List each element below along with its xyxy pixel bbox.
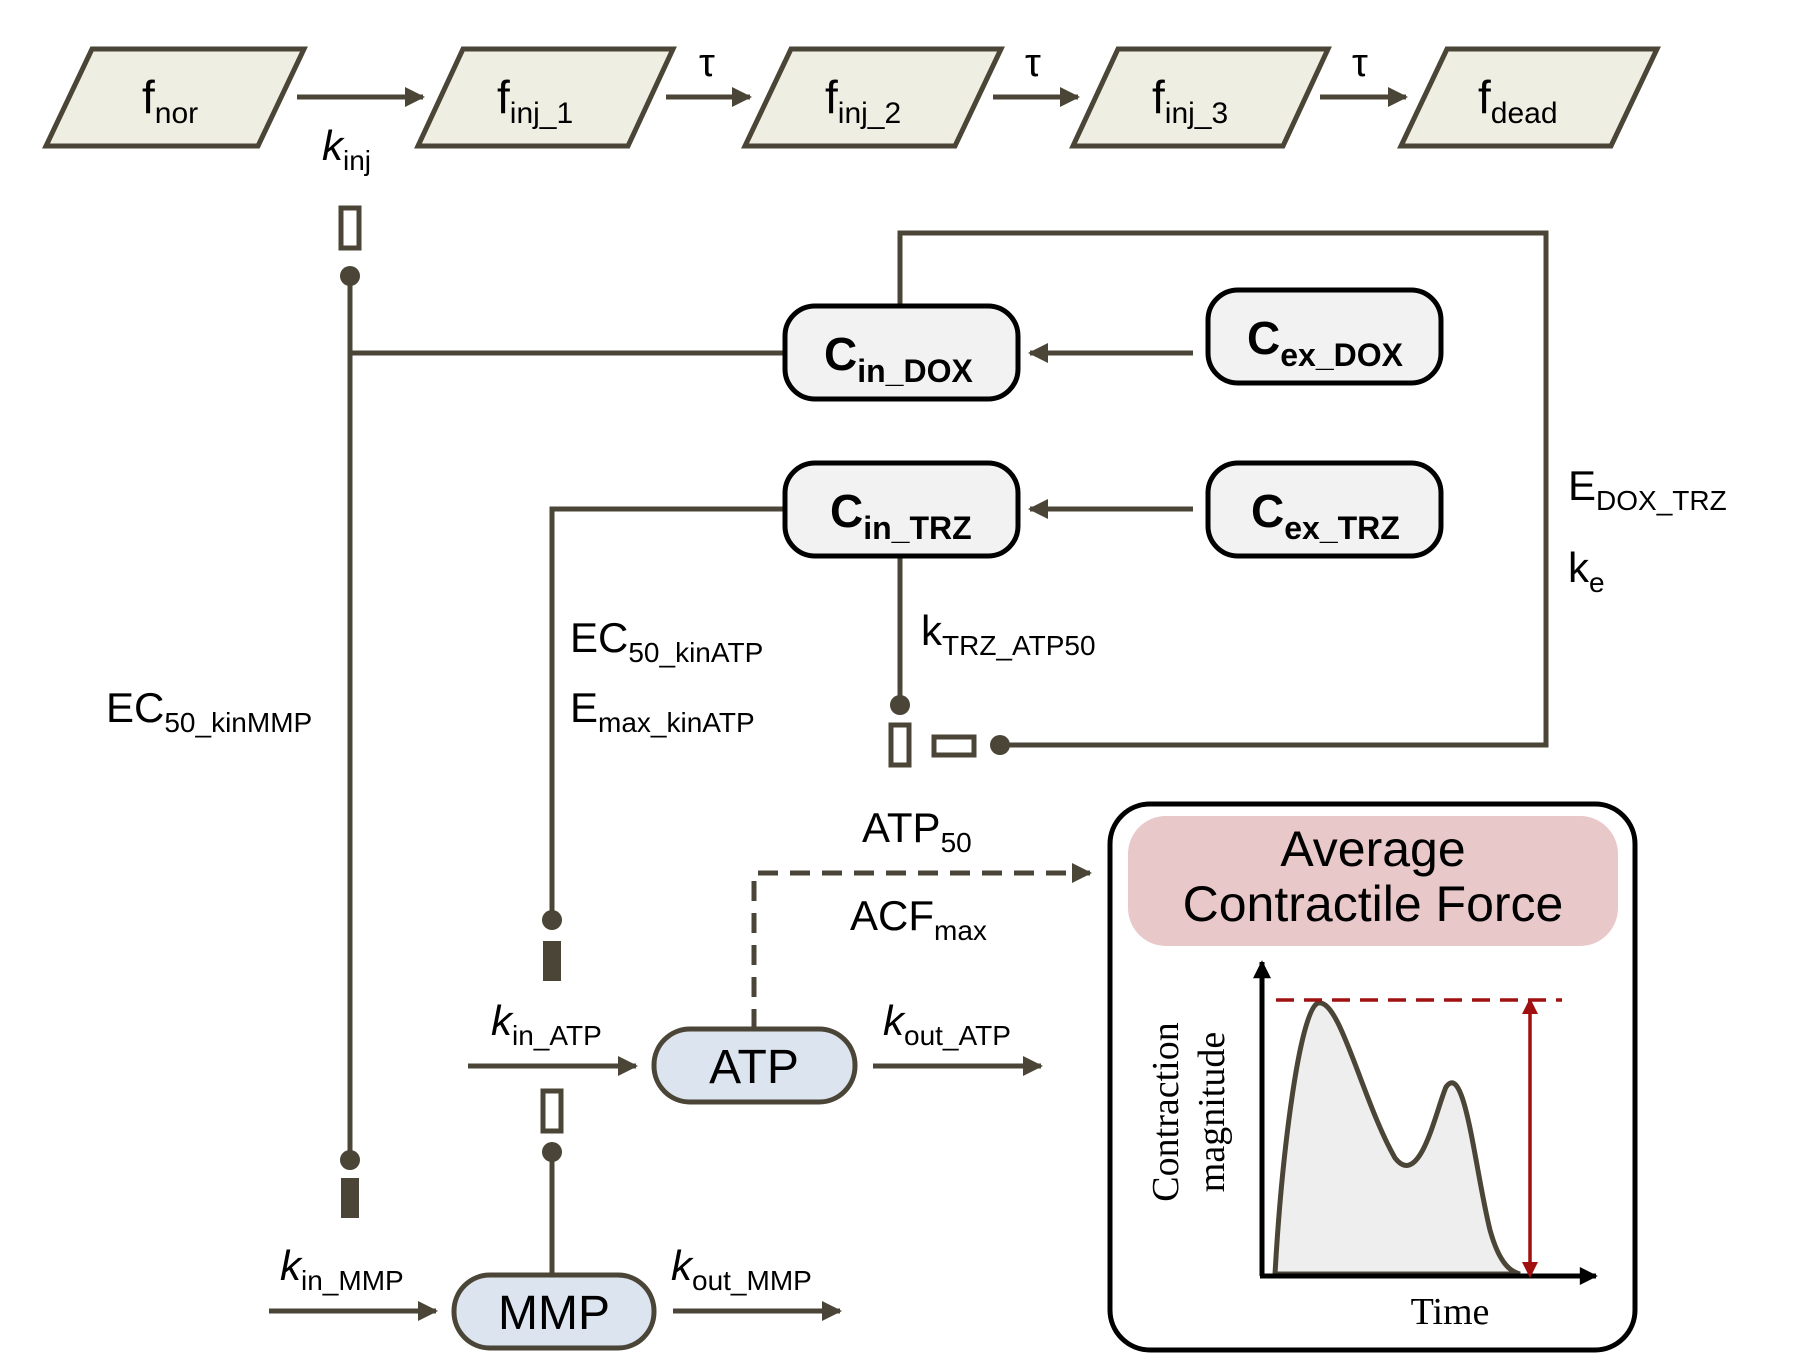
ec50-kinatp-label: EC50_kinATP (570, 614, 763, 668)
state-f-inj2-box (741, 46, 1005, 149)
cin-trz-link-line (549, 506, 785, 920)
connector-dots (340, 266, 1010, 1170)
state-f-dead-label: fdead (1478, 71, 1558, 130)
state-chain: fnor finj_1 finj_2 finj_3 fdead τ τ τ ki… (42, 41, 1661, 176)
tau-label-1: τ (699, 41, 715, 85)
mmp-kinatp-mark (540, 1088, 564, 1134)
emax-kinatp-label: Emax_kinATP (570, 684, 755, 738)
dot (340, 266, 360, 286)
state-f-nor-label: fnor (142, 71, 198, 130)
acf-panel: Average Contractile Force Time Contracti… (1107, 801, 1638, 1353)
atp50-label: ATP50 (862, 804, 972, 858)
cex-dox-box (1205, 287, 1444, 386)
acf-title-line1: Average (1280, 821, 1465, 877)
cex-dox-label: Cex_DOX (1247, 312, 1404, 373)
tau-label-2: τ (1025, 41, 1041, 85)
interaction-inhibition-mark (931, 734, 977, 758)
acf-title-line2: Contractile Force (1183, 876, 1564, 932)
kinj-stimulation-mark (338, 205, 362, 251)
state-f-inj2-label: finj_2 (825, 71, 901, 130)
cin-dox-box (782, 303, 1021, 402)
e-dox-trz-label: EDOX_TRZ (1568, 462, 1727, 516)
tau-label-3: τ (1352, 41, 1368, 85)
trz-inhibition-mark (888, 722, 912, 768)
acf-x-label: Time (1411, 1291, 1490, 1333)
atp-node-label: ATP (709, 1041, 799, 1094)
contraction-curve (1272, 1000, 1521, 1277)
k-in-atp-label: kin_ATP (491, 997, 602, 1051)
interaction-loop-line (897, 230, 1549, 748)
mmp-node-label: MMP (498, 1287, 610, 1340)
state-f-inj1-box (414, 46, 677, 149)
parameter-labels: EDOX_TRZ ke kTRZ_ATP50 EC50_kinATP Emax_… (106, 462, 1727, 1296)
dot (542, 1142, 562, 1162)
dot (340, 1150, 360, 1170)
cin-dox-label: Cin_DOX (824, 328, 973, 389)
state-f-nor-box (42, 46, 308, 149)
cex-trz-box (1205, 460, 1444, 559)
ec50-kinmmp-label: EC50_kinMMP (106, 684, 312, 738)
dot (542, 910, 562, 930)
acf-panel-header (1128, 816, 1618, 946)
k-out-mmp-label: kout_MMP (671, 1242, 812, 1296)
k-e-label: ke (1568, 544, 1605, 598)
cin-trz-box (782, 460, 1021, 559)
dot (990, 735, 1010, 755)
cex-trz-label: Cex_TRZ (1251, 485, 1400, 546)
state-f-inj1-label: finj_1 (497, 71, 573, 130)
dot (890, 695, 910, 715)
acf-y-label-line2: magnitude (1191, 1032, 1233, 1192)
pd-nodes: ATP MMP (269, 863, 1092, 1351)
mmp-node[interactable] (451, 1272, 657, 1351)
acf-y-label-line1: Contraction (1145, 1022, 1187, 1201)
kinatp-stimulation-mark[interactable] (543, 941, 561, 981)
state-f-inj3-box (1069, 46, 1332, 149)
k-inj-label: kinj (322, 122, 371, 176)
k-in-mmp-label: kin_MMP (280, 1242, 404, 1296)
kinmmp-stimulation-mark (341, 1178, 359, 1218)
concentration-boxes: Cin_DOX Cex_DOX Cin_TRZ Cex_TRZ (782, 287, 1444, 559)
acfmax-label: ACFmax (850, 892, 987, 946)
connector-lines (338, 205, 1549, 1275)
state-f-inj3-label: finj_3 (1152, 71, 1228, 130)
cin-trz-label: Cin_TRZ (830, 485, 972, 546)
atp-to-acf-dashed-arrow (751, 863, 1092, 1029)
state-f-dead-box (1397, 46, 1661, 149)
k-trz-atp50-label: kTRZ_ATP50 (921, 607, 1096, 661)
k-out-atp-label: kout_ATP (883, 997, 1011, 1051)
